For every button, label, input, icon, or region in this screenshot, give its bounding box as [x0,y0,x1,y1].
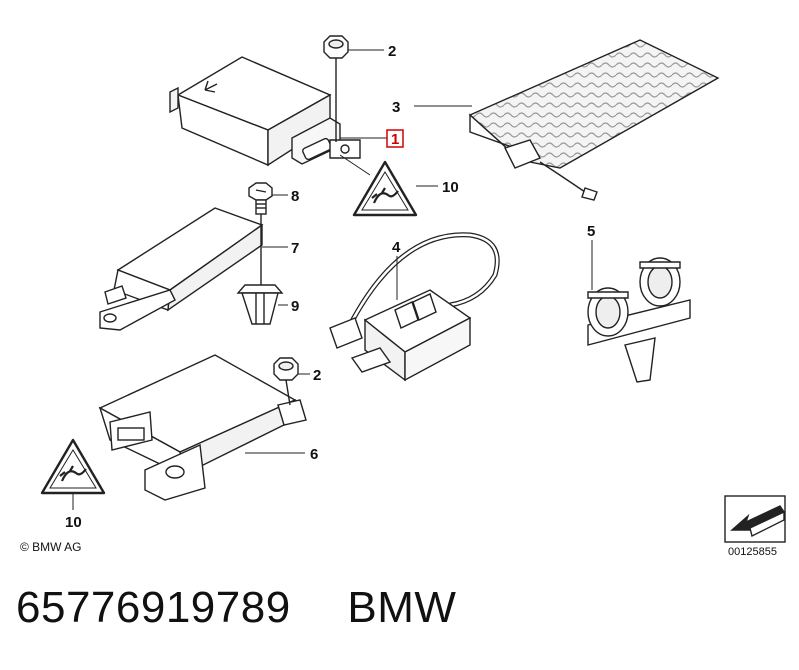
warning-label-part-10-top [352,160,418,217]
seat-mat-part-3 [468,39,720,201]
footer-caption: 65776919789 BMW [16,583,456,633]
copyright-text: © BMW AG [20,540,82,554]
reference-code: 00125855 [728,546,777,558]
brand-name: BMW [347,583,457,632]
callout-10-top: 10 [442,179,459,196]
callout-4: 4 [392,239,401,256]
callout-10-bottom: 10 [65,514,82,531]
screw-part-8 [248,182,273,232]
nut-part-2-top [323,35,349,142]
callout-labels: 2 3 1 10 8 7 4 5 9 2 6 10 [65,43,595,531]
part-number: 65776919789 [16,583,291,632]
callout-3: 3 [392,99,400,116]
callout-6: 6 [310,446,318,463]
harness-part-4 [329,232,500,382]
callout-1-box [386,129,404,148]
holder-part-5 [587,257,691,383]
leader-lines [72,49,593,510]
callout-9: 9 [291,298,299,315]
module-part-7 [99,207,264,331]
callout-7: 7 [291,240,299,257]
callout-1: 1 [391,131,399,148]
callout-2-lower: 2 [313,367,321,384]
clip-part-9 [236,232,284,325]
callout-5: 5 [587,223,595,240]
control-unit-part-6 [98,354,307,501]
callout-8: 8 [291,188,299,205]
warning-label-part-10-bottom [40,438,106,495]
view-direction-icon [724,495,786,543]
callout-2-top: 2 [388,43,396,60]
control-unit-part-1 [169,56,361,167]
nut-part-2-lower [273,357,299,406]
